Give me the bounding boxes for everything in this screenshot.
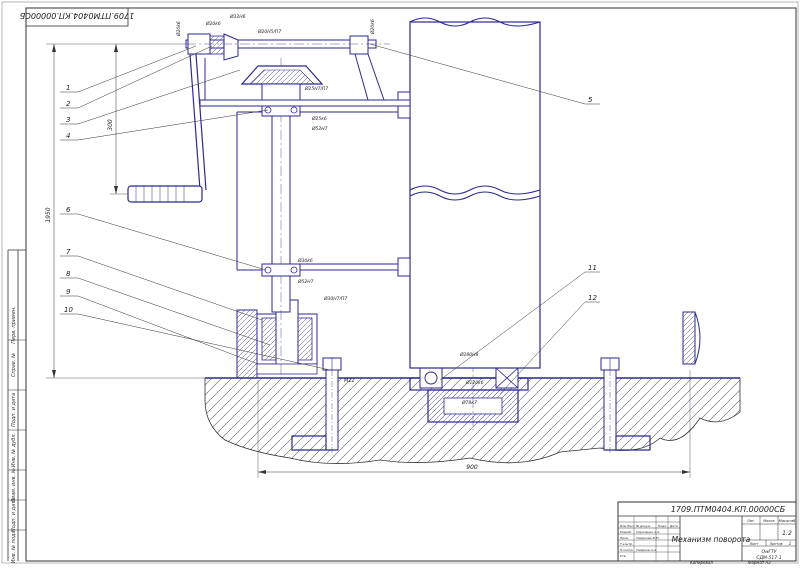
fit-10-label: Ø30H7/П7 [323,295,347,302]
dim-bolt-thread: М12 [344,378,355,384]
vertical-shaft [236,58,398,375]
callout-1: 1 [66,84,70,92]
top-stamp-text: 1709.ПТМ0404.КП.00000СБ [19,11,134,20]
column [397,17,541,369]
lever-handle [127,53,207,203]
callout-6: 6 [66,206,71,214]
title-n-nkontr: Смирнов А.А. [636,548,657,552]
left-strip: Перв. примен. Справ. № Подп. и дата Инв.… [7,249,26,564]
fit-1-label: Ø20k6 [175,21,182,37]
title-r-utv: Утв. [620,554,626,558]
callout-11: 11 [588,264,597,272]
fit-11-label: Ø280H8 [459,351,479,358]
title-r-doc: № докум. [635,524,651,528]
callout-4: 4 [66,132,70,140]
strip-podp-data-2: Подп. и дата [11,498,17,532]
strip-podp-data-1: Подп. и дата [11,393,17,427]
callout-10: 10 [64,306,73,314]
dim-height-total: 1950 [45,207,52,222]
title-sheets-count: 1 [789,541,792,546]
title-r-nkontr: Н.контр. [620,548,633,552]
title-scale: 1:2 [782,530,792,537]
inner-frame [25,7,797,562]
fit-3-label: Ø20H5/П7 [257,28,281,35]
title-block [617,501,797,562]
strip-inv-podl: Инв. № подл. [11,529,17,564]
fit-8-label: Ø30k6 [297,257,313,264]
fit-13-label: Ø78к7 [461,399,477,406]
anchor-bolt-right [600,357,651,455]
title-name: Механизм поворота [672,535,751,544]
title-h-lit: Лит. [746,519,755,523]
title-r-podp: Подп. [658,524,667,528]
title-r-izm: Изм. [620,524,627,528]
title-bottom-2: Формат А3 [748,560,771,565]
callout-5: 5 [588,96,593,104]
right-post [682,311,701,365]
title-sheets-label: Листов [768,542,782,546]
strip-perv-primen: Перв. примен. [11,306,17,344]
fit-right-label: Ø20k6 [369,19,376,35]
title-bottom-1: Копировал [690,560,713,565]
strip-vzam-inv: Взам. инв. № [11,468,17,502]
top-gear-assembly [185,33,411,107]
title-n-razrab: Сириченко А.А. [636,530,660,534]
anchor-bolt-left [291,357,342,455]
callout-2: 2 [66,100,71,108]
title-n-prov: Смирнова В.Ю. [636,536,660,540]
fit-5-label: Ø25H7/П7 [304,85,328,92]
callout-numbers: 1 2 3 4 5 6 7 8 9 10 11 12 [64,84,597,314]
title-org-1: ОмГТУ [762,549,777,555]
title-h-scale: Масштаб [779,519,796,523]
title-r-tkontr: Т.контр. [620,542,633,546]
fit-4-label: Ø20k6 [205,20,221,27]
callout-leaders [60,43,600,395]
title-sheet-label: Лист [749,542,760,546]
callout-3: 3 [66,116,70,124]
title-doc-code: 1709.ПТМ0404.КП.00000СБ [671,505,786,514]
dim-lever-height: 300 [107,119,114,131]
callout-12: 12 [588,294,597,302]
title-r-razrab: Разраб. [620,530,632,534]
fit-7-label: Ø52H7 [311,125,328,132]
callout-7: 7 [66,248,71,256]
fit-6-label: Ø25k6 [311,115,327,122]
fit-labels: Ø20k6 Ø32H6 Ø20H5/П7 Ø20k6 Ø25H7/П7 Ø25k… [175,13,484,406]
dim-base-width: 900 [466,464,478,471]
title-r-prov: Пров. [620,536,629,540]
callout-8: 8 [66,270,71,278]
title-h-mass: Масса [763,519,774,523]
top-stamp-box [25,7,129,27]
fit-12-label: Ø120k6 [465,379,484,386]
strip-inv-dubl: Инв. № дубл. [11,433,17,467]
fit-2-label: Ø32H6 [229,13,246,20]
callout-9: 9 [66,288,71,296]
fit-9-label: Ø52H7 [297,278,314,285]
dimension-lines [46,43,691,478]
strip-sprav: Справ. № [11,353,17,377]
title-r-data: Дата [669,524,678,528]
title-r-list: Лист [626,524,635,528]
base-housing [236,299,318,379]
title-org-2: СДМ-517-1 [756,555,781,561]
